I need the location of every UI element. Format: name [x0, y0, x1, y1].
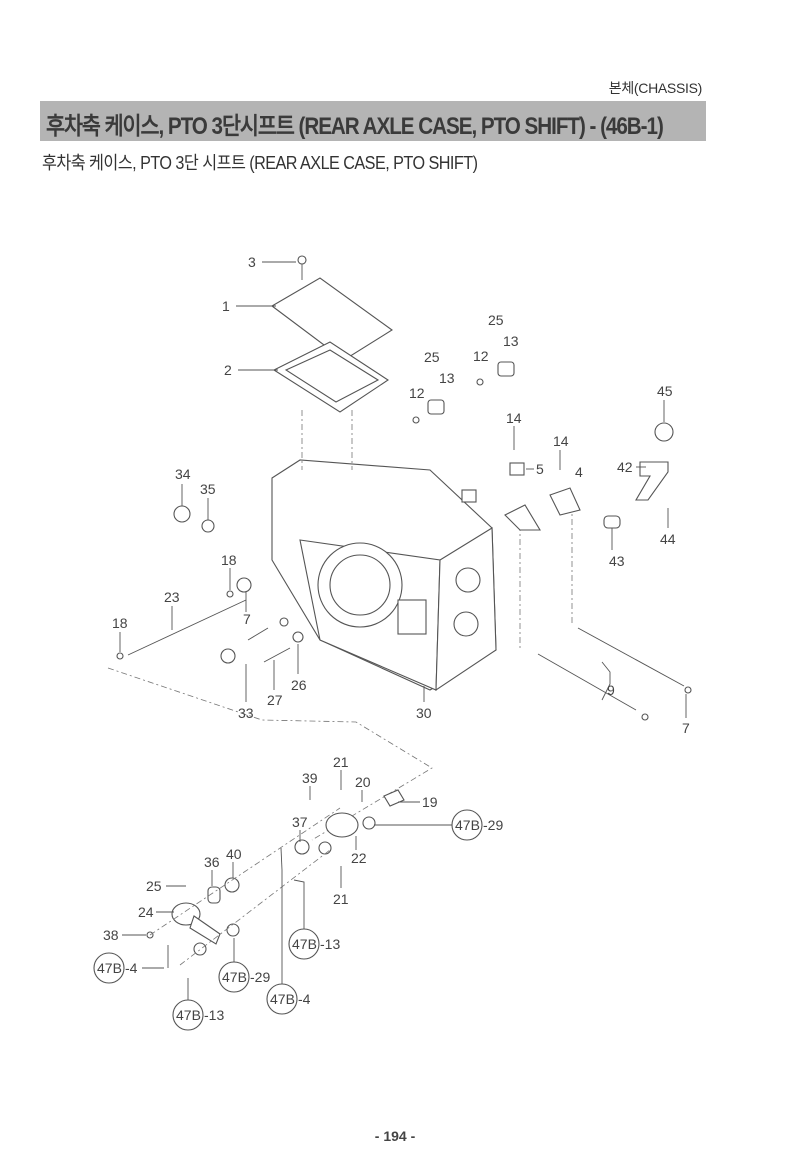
callout: 27	[267, 692, 283, 708]
callout: 12	[409, 385, 425, 401]
callout: 38	[103, 927, 119, 943]
callout: 19	[422, 794, 438, 810]
callout: 18	[112, 615, 128, 631]
ref-47b-4-left: 47B-4	[93, 952, 164, 984]
callout: 24	[138, 904, 154, 920]
callout: 2	[224, 362, 232, 378]
callout: 44	[660, 531, 676, 547]
callout: 36	[204, 854, 220, 870]
ref-47b-13-lower: 47B-13	[172, 978, 224, 1031]
callout: 22	[351, 850, 367, 866]
callout: 30	[416, 705, 432, 721]
callout: 35	[200, 481, 216, 497]
diagram-subtitle: 후차축 케이스, PTO 3단 시프트 (REAR AXLE CASE, PTO…	[42, 153, 478, 173]
callout: 21	[333, 754, 349, 770]
callout: 42	[617, 459, 633, 475]
ref-47b-29-lower: 47B-29	[218, 938, 270, 993]
svg-text:-13: -13	[204, 1007, 224, 1023]
callout: 39	[302, 770, 318, 786]
callout: 33	[238, 705, 254, 721]
svg-text:47B: 47B	[176, 1007, 201, 1023]
shafts	[127, 505, 685, 711]
callout: 1	[222, 298, 230, 314]
callout: 43	[609, 553, 625, 569]
reference-callouts: 47B-29 47B-13 47B-4 47B-29 47B-4 47B-13	[93, 809, 503, 1031]
callout: 4	[575, 464, 583, 480]
callout: 25	[424, 349, 440, 365]
svg-text:47B: 47B	[455, 817, 480, 833]
callout: 26	[291, 677, 307, 693]
callout: 23	[164, 589, 180, 605]
callout: 37	[292, 814, 308, 830]
svg-text:47B: 47B	[270, 991, 295, 1007]
callout: 45	[657, 383, 673, 399]
callout: 18	[221, 552, 237, 568]
page-number: - 194 -	[374, 1128, 416, 1144]
small-parts	[116, 361, 692, 721]
svg-text:-13: -13	[320, 936, 340, 952]
callout: 25	[488, 312, 504, 328]
section-label: 본체(CHASSIS)	[608, 80, 703, 96]
ref-47b-4-center: 47B-4	[266, 870, 311, 1015]
callout-labels: 3 1 2 25 13 12 25 13 12 45 14 14 5 4 42 …	[103, 254, 690, 943]
callout: 40	[226, 846, 242, 862]
callout: 34	[175, 466, 191, 482]
callout: 14	[553, 433, 569, 449]
svg-text:-29: -29	[483, 817, 503, 833]
callout: 12	[473, 348, 489, 364]
ref-47b-13-upper: 47B-13	[288, 879, 340, 960]
title-bar	[40, 101, 706, 141]
rear-axle-case	[271, 410, 497, 692]
callout: 25	[146, 878, 162, 894]
ref-47b-29-upper: 47B-29	[374, 809, 503, 841]
svg-text:-4: -4	[125, 960, 138, 976]
svg-text:47B: 47B	[222, 969, 247, 985]
cover-plate	[271, 255, 393, 413]
callout: 9	[607, 682, 615, 698]
svg-text:47B: 47B	[292, 936, 317, 952]
callout: 5	[536, 461, 544, 477]
callout: 3	[248, 254, 256, 270]
callout: 7	[243, 611, 251, 627]
callout: 21	[333, 891, 349, 907]
callout: 7	[682, 720, 690, 736]
svg-text:-4: -4	[298, 991, 311, 1007]
callout: 20	[355, 774, 371, 790]
callout: 13	[439, 370, 455, 386]
callout: 13	[503, 333, 519, 349]
callout: 14	[506, 410, 522, 426]
svg-text:-29: -29	[250, 969, 270, 985]
pto-shift-assembly	[107, 667, 433, 968]
page-title: 후차축 케이스, PTO 3단시프트 (REAR AXLE CASE, PTO …	[46, 113, 664, 140]
svg-text:47B: 47B	[97, 960, 122, 976]
